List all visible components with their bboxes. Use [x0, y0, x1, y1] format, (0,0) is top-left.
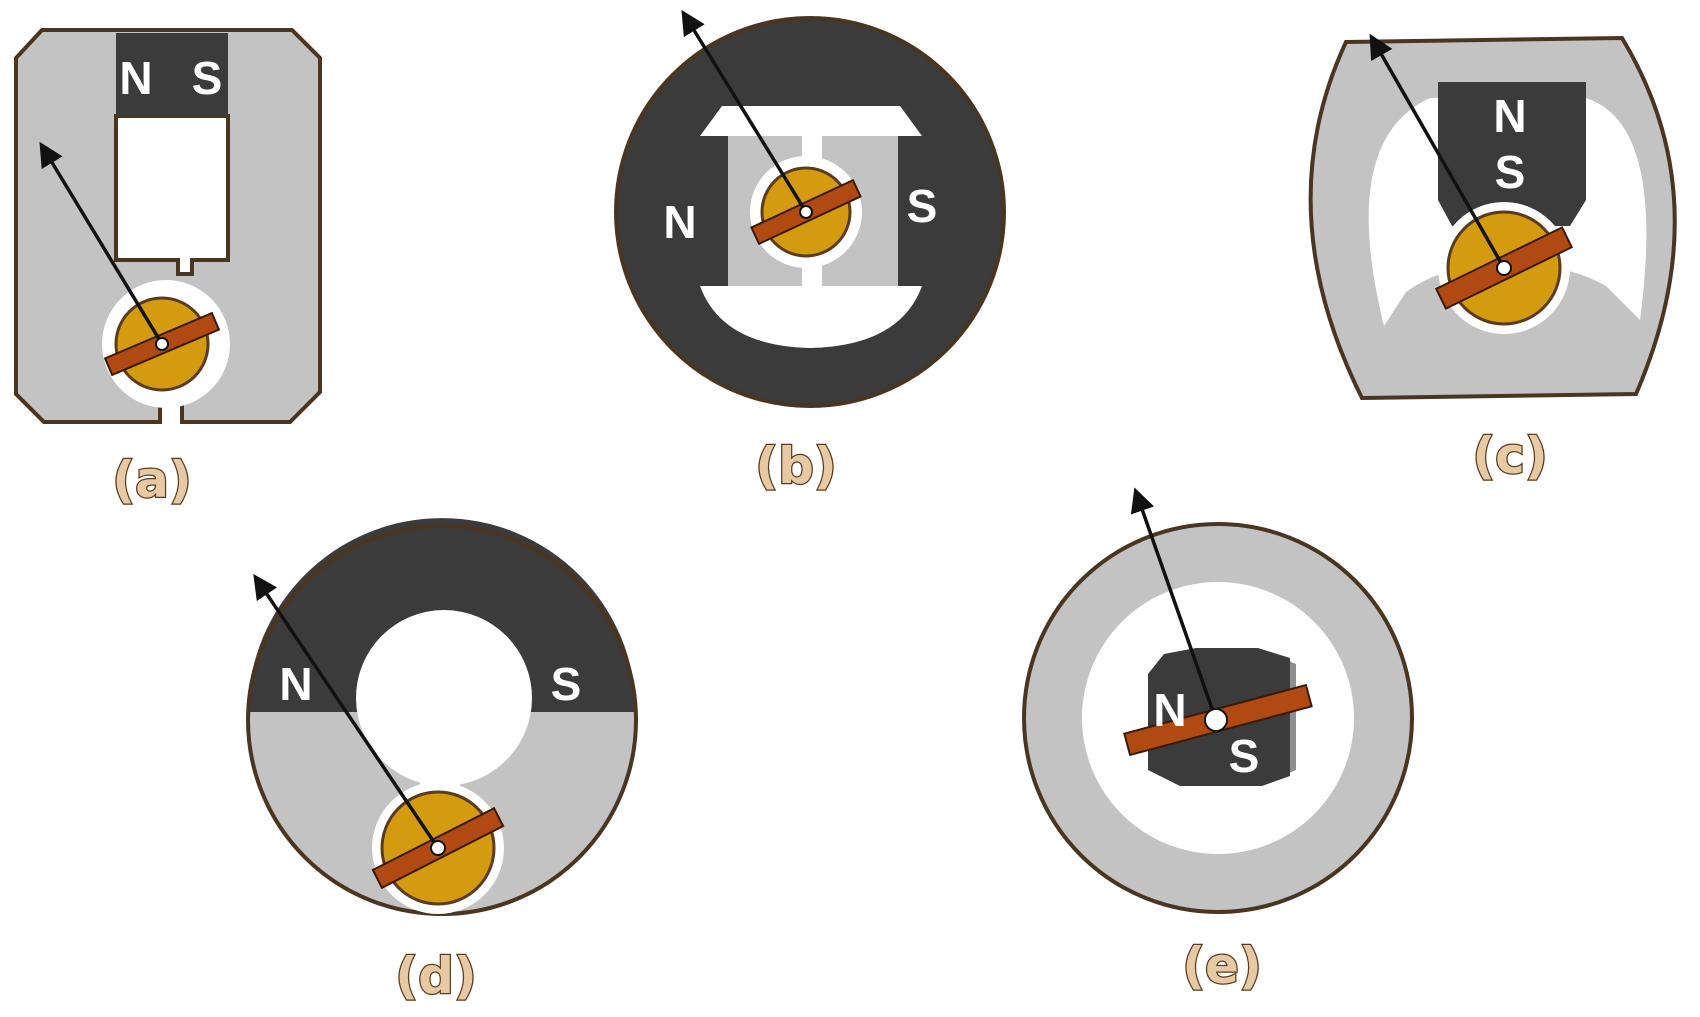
panel-e-pointer — [1130, 487, 1218, 721]
panel-b-bottom-cavity — [700, 286, 922, 348]
panel-c: N S (c) — [1308, 33, 1677, 486]
panel-d-caption: (d) — [395, 947, 477, 1005]
panel-b-caption: (b) — [755, 437, 837, 495]
panel-c-magnet — [1438, 82, 1586, 226]
panel-e-pivot — [1204, 708, 1228, 732]
panel-a-magnet — [116, 33, 228, 116]
panel-a: N S (a) — [14, 28, 322, 510]
panel-d-pole-1: N — [279, 658, 312, 710]
panel-b-top-cavity — [700, 106, 922, 136]
panel-b-pivot — [799, 205, 813, 219]
panel-d-ring-outline — [246, 524, 638, 916]
panel-e-pole-2: S — [1229, 730, 1260, 782]
panel-b-pole-2: S — [907, 180, 938, 232]
panel-b-pointer — [681, 9, 808, 213]
panel-a-pole-2: S — [192, 52, 223, 104]
panel-d: N S (d) — [246, 518, 638, 1006]
panel-c-pole-1: N — [1493, 90, 1526, 142]
panel-c-pivot — [1496, 260, 1512, 276]
panel-c-pointer — [1369, 33, 1506, 269]
panel-d-pointer — [253, 573, 440, 849]
panel-a-pole-1: N — [119, 52, 152, 104]
panel-e-pole-1: N — [1153, 684, 1186, 736]
panel-a-pivot — [155, 337, 169, 351]
panel-c-caption: (c) — [1472, 427, 1547, 485]
panel-a-caption: (a) — [112, 451, 191, 509]
panel-e-caption: (e) — [1182, 937, 1262, 995]
panel-c-pole-2: S — [1495, 146, 1526, 198]
panel-e: N S (e) — [1022, 487, 1414, 996]
panel-d-pole-2: S — [551, 658, 582, 710]
panel-b-pole-1: N — [663, 196, 696, 248]
panel-d-pivot — [430, 840, 446, 856]
panel-b: N S (b) — [614, 9, 1006, 496]
panel-d-center-hole — [356, 610, 532, 786]
panel-a-pointer — [39, 141, 164, 345]
